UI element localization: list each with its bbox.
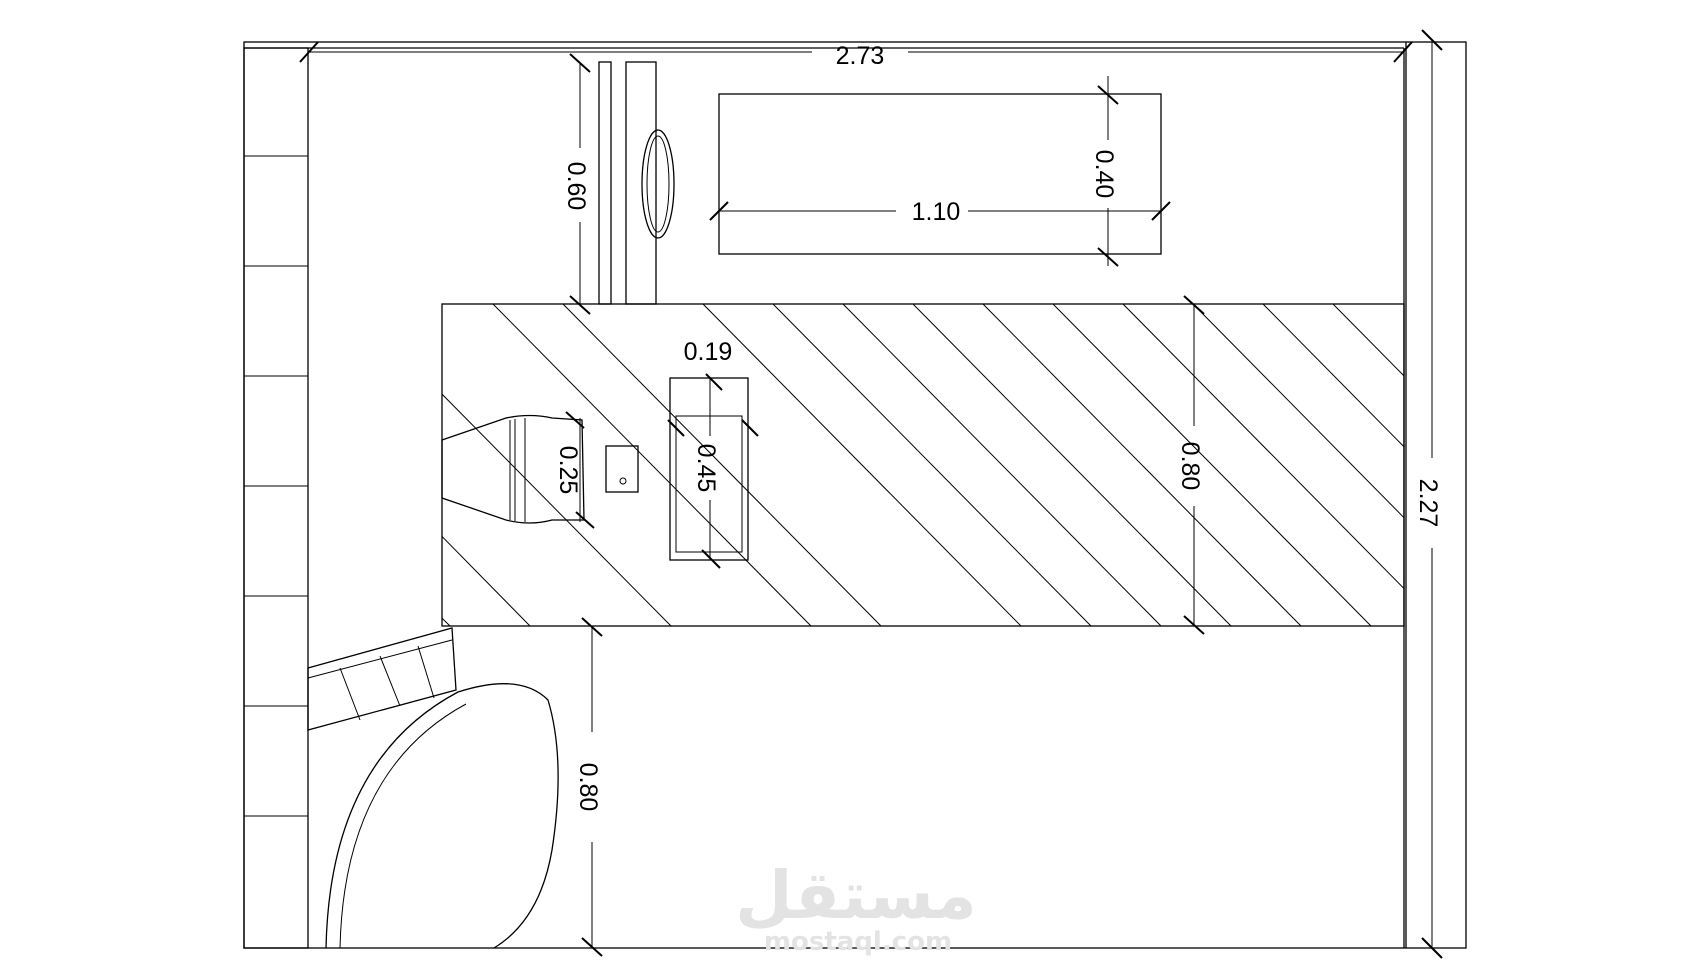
dim-clearance-label: 0.80 — [574, 763, 602, 812]
room-walls — [243, 41, 1467, 949]
dim-device-width-label: 0.25 — [554, 446, 582, 495]
watermark-latin: mostaql.com — [764, 927, 952, 957]
dim-room-width: 2.73 — [299, 41, 1413, 70]
dim-rug-width-label: 1.10 — [912, 198, 961, 226]
watermark-arabic: مستقل — [735, 857, 976, 934]
dim-mirror-height: 0.60 — [562, 53, 591, 315]
dim-keyboard-length-label: 0.45 — [692, 444, 720, 493]
desk — [441, 303, 1405, 627]
dim-mirror-height-label: 0.60 — [562, 162, 590, 211]
dim-desk-depth: 0.80 — [1176, 295, 1205, 635]
armchair — [307, 627, 559, 949]
small-device — [605, 445, 639, 493]
desk-hatching — [442, 304, 1404, 626]
watermark: مستقل mostaql.com — [735, 857, 976, 957]
dim-room-width-label: 2.73 — [836, 42, 885, 70]
wardrobe-strip — [243, 47, 309, 949]
dim-desk-depth-label: 0.80 — [1176, 442, 1204, 491]
dim-rug-depth: 0.40 — [1090, 76, 1119, 267]
mirror-unit — [598, 61, 675, 305]
dim-clearance: 0.80 — [574, 617, 603, 957]
dim-rug-depth-label: 0.40 — [1090, 150, 1118, 199]
dim-keyboard-length: 0.45 — [667, 378, 759, 569]
dim-keyboard-width-label: 0.19 — [684, 338, 733, 366]
dim-rug-width: 1.10 — [709, 198, 1171, 226]
dim-room-depth-label: 2.27 — [1414, 479, 1442, 528]
dim-room-depth: 2.27 — [1414, 29, 1443, 959]
rug — [718, 93, 1162, 255]
dim-keyboard-width: 0.19 — [684, 338, 733, 391]
dim-device-width: 0.25 — [554, 411, 595, 529]
